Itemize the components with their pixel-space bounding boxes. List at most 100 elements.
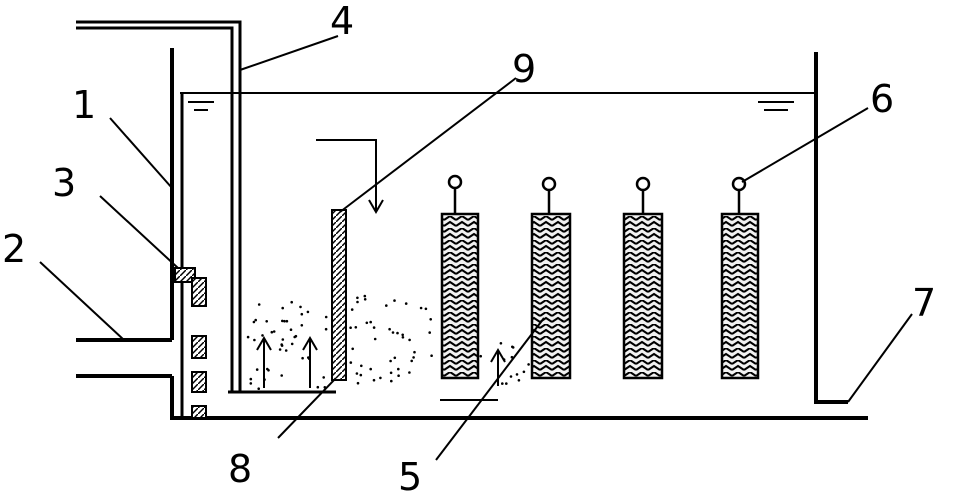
hanger-hook-icon <box>731 176 747 192</box>
nozzle <box>191 277 207 307</box>
carrier-module <box>720 176 760 380</box>
nozzle-top-cap <box>174 267 196 283</box>
particle-dot <box>249 377 253 381</box>
particle-dot <box>360 364 363 368</box>
hanger-hook-icon <box>541 176 557 192</box>
carrier-module <box>440 174 480 380</box>
particle-dot <box>301 356 304 360</box>
particle-dot <box>515 373 519 376</box>
leader-5 <box>435 317 545 461</box>
particle-dot <box>280 343 284 346</box>
leader-4 <box>239 35 339 71</box>
up-arrow-icon <box>490 348 506 386</box>
particle-dot <box>372 378 376 382</box>
particle-dot <box>412 356 415 359</box>
particle-dot <box>285 319 289 323</box>
particle-dot <box>391 331 395 334</box>
particle-dot <box>307 356 310 359</box>
particle-dot <box>389 371 393 375</box>
inlet-pipe <box>76 338 172 378</box>
particle-dot <box>350 308 354 311</box>
particle-dot <box>290 342 294 346</box>
label-9: 9 <box>512 47 536 91</box>
particle-dot <box>517 379 521 382</box>
particle-dot <box>505 382 508 385</box>
particle-dot <box>410 359 414 363</box>
up-arrow-icon <box>256 336 272 388</box>
downflow-arrow-icon <box>316 139 384 214</box>
particle-dot <box>246 335 250 339</box>
particle-dot <box>283 319 286 323</box>
label-5: 5 <box>398 455 422 496</box>
particle-dot <box>363 294 367 298</box>
particle-dot <box>356 381 360 385</box>
particle-dot <box>390 379 393 383</box>
particle-dot <box>281 306 285 310</box>
particle-dot <box>355 372 359 375</box>
carrier-module <box>622 176 664 380</box>
part-labels: 1 2 3 4 5 6 7 8 9 <box>2 0 936 496</box>
particle-dot <box>479 354 483 358</box>
particle-dot <box>424 307 428 311</box>
particle-dot <box>428 331 432 334</box>
particle-dot <box>281 338 285 341</box>
particle-dot <box>266 367 269 371</box>
particle-dot <box>511 346 515 349</box>
particle-dot <box>527 363 530 366</box>
particle-dot <box>356 296 359 300</box>
particle-dot <box>401 333 405 337</box>
particle-dot <box>255 368 259 371</box>
leader-1 <box>109 117 173 189</box>
particle-dot <box>393 356 397 360</box>
particle-dot <box>369 320 373 324</box>
particle-dot <box>324 327 328 331</box>
particle-dot <box>356 300 359 304</box>
particle-dot <box>501 382 504 385</box>
particle-dot <box>359 373 363 377</box>
particle-bed <box>246 294 530 391</box>
label-3: 3 <box>52 161 76 205</box>
particle-dot <box>290 300 294 304</box>
particle-dot <box>413 350 416 354</box>
particle-dot <box>300 312 304 316</box>
particle-dot <box>257 387 261 391</box>
particle-dot <box>257 303 261 306</box>
label-7: 7 <box>912 281 936 325</box>
leader-lines <box>39 35 913 461</box>
particle-dot <box>252 320 256 324</box>
particle-dot <box>404 302 408 305</box>
particle-dot <box>401 336 405 339</box>
feed-pipe <box>76 20 336 394</box>
particle-dot <box>365 321 369 325</box>
distributor-nozzles <box>174 267 207 419</box>
label-4: 4 <box>330 0 354 43</box>
particle-dot <box>316 385 320 389</box>
particle-dot <box>385 304 388 307</box>
label-1: 1 <box>72 83 96 127</box>
label-6: 6 <box>870 77 894 121</box>
particle-dot <box>294 334 298 338</box>
particle-dot <box>509 375 513 378</box>
leader-8 <box>277 377 337 439</box>
particle-dot <box>419 306 423 310</box>
particle-dot <box>408 338 411 342</box>
particle-dot <box>389 359 392 363</box>
carrier-modules <box>440 174 760 380</box>
particle-dot <box>324 315 328 319</box>
particle-dot <box>270 330 274 334</box>
particle-dot <box>393 299 396 302</box>
particle-dot <box>289 328 293 332</box>
particle-dot <box>272 330 276 333</box>
particle-dot <box>306 310 310 314</box>
leader-3 <box>99 195 179 269</box>
nozzle <box>191 335 207 359</box>
particle-dot <box>397 367 400 371</box>
particle-dot <box>379 376 382 380</box>
nozzle <box>191 405 207 419</box>
particle-dot <box>299 305 302 309</box>
particle-dot <box>300 324 304 327</box>
particle-dot <box>281 319 284 323</box>
particle-dot <box>372 326 376 329</box>
particle-dot <box>254 318 257 322</box>
